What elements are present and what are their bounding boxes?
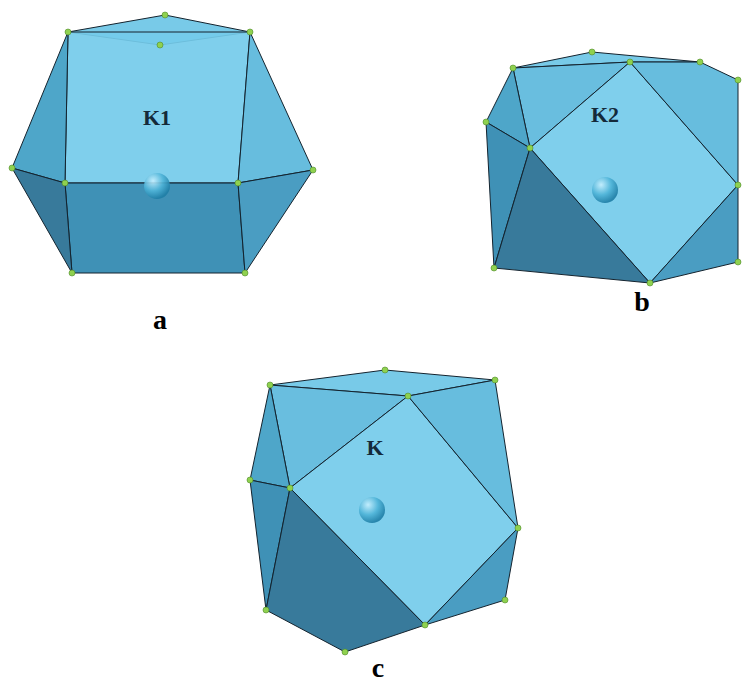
polyhedron-face (238, 170, 313, 273)
polyhedron-drawing (8, 10, 320, 280)
oxygen-vertex (422, 622, 428, 628)
coordination-polyhedron: K1 (8, 10, 320, 280)
oxygen-vertex (9, 165, 15, 171)
polyhedron-face (12, 168, 72, 273)
oxygen-vertex (483, 119, 489, 125)
oxygen-vertex (247, 29, 253, 35)
oxygen-vertex (310, 167, 316, 173)
polyhedron-face (266, 488, 425, 652)
oxygen-vertex (589, 49, 595, 55)
oxygen-vertex (382, 367, 388, 373)
oxygen-vertex (627, 59, 633, 65)
panel-letter: b (634, 286, 650, 318)
panel-letter: c (372, 652, 384, 684)
polyhedron-face (630, 62, 738, 185)
potassium-atom (359, 497, 385, 523)
panel-letter: a (153, 304, 167, 336)
oxygen-vertex (735, 259, 741, 265)
oxygen-vertex (492, 377, 498, 383)
oxygen-vertex (515, 525, 521, 531)
oxygen-vertex (405, 393, 411, 399)
polyhedron-face (12, 32, 68, 183)
polyhedron-face (250, 385, 290, 488)
oxygen-vertex (235, 180, 241, 186)
oxygen-vertex (65, 29, 71, 35)
oxygen-vertex (162, 12, 168, 18)
oxygen-vertex (647, 280, 653, 286)
oxygen-vertex (247, 477, 253, 483)
polyhedron-face (650, 185, 738, 283)
site-label: K2 (591, 102, 619, 128)
polyhedron-drawing (482, 48, 744, 288)
oxygen-vertex (510, 65, 516, 71)
oxygen-vertex (263, 607, 269, 613)
oxygen-vertex (62, 180, 68, 186)
oxygen-vertex (735, 182, 741, 188)
oxygen-vertex (735, 77, 741, 83)
oxygen-vertex (502, 597, 508, 603)
polyhedron-face (425, 528, 518, 625)
oxygen-vertex (287, 485, 293, 491)
polyhedron-drawing (244, 366, 524, 658)
site-label: K1 (143, 105, 171, 131)
site-label: K (366, 435, 383, 461)
coordination-polyhedron: K (244, 366, 524, 658)
polyhedron-face (65, 32, 250, 183)
oxygen-vertex (342, 649, 348, 655)
polyhedron-face (408, 380, 518, 528)
polyhedron-face (238, 32, 313, 183)
oxygen-vertex (267, 382, 273, 388)
oxygen-vertex (527, 145, 533, 151)
potassium-atom (592, 177, 618, 203)
coordination-polyhedron: K2 (482, 48, 744, 288)
oxygen-vertex (157, 42, 163, 48)
oxygen-vertex (69, 270, 75, 276)
potassium-atom (144, 173, 170, 199)
polyhedron-face (494, 148, 650, 283)
oxygen-vertex (697, 59, 703, 65)
oxygen-vertex (491, 265, 497, 271)
oxygen-vertex (242, 270, 248, 276)
